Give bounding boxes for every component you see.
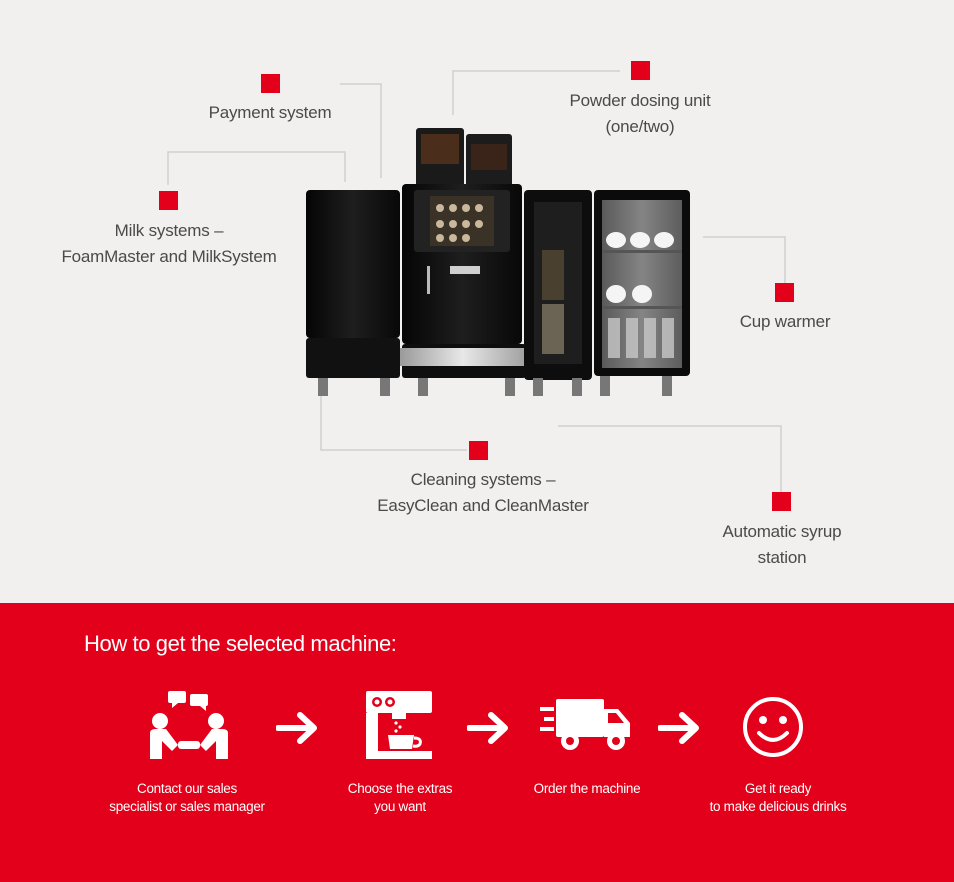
how-to-section: How to get the selected machine: <box>0 603 954 882</box>
machine-overview: Payment system Powder dosing unit (one/t… <box>61 61 842 567</box>
people-chat-icon <box>150 691 228 759</box>
powder-line <box>452 70 620 115</box>
arrow-right-icon <box>467 712 508 744</box>
callout-lines <box>167 70 786 492</box>
syrup-line <box>558 425 782 492</box>
milk-label: Milk systems – FoamMaster and MilkSystem <box>61 221 277 266</box>
syrup-marker[interactable] <box>772 492 791 511</box>
step-contact-label: Contact our sales specialist or sales ma… <box>109 781 265 814</box>
payment-label: Payment system <box>208 103 332 122</box>
cup-marker[interactable] <box>775 283 794 302</box>
milk-line <box>167 151 346 185</box>
cleaning-label: Cleaning systems – EasyClean and CleanMa… <box>377 470 589 515</box>
cup-label: Cup warmer <box>739 312 831 331</box>
payment-line <box>340 83 382 178</box>
coffee-machine-icon <box>366 691 432 759</box>
arrow-right-icon <box>276 712 317 744</box>
milk-marker[interactable] <box>159 191 178 210</box>
how-to-heading: How to get the selected machine: <box>84 631 397 656</box>
delivery-truck-icon <box>540 699 630 750</box>
arrow-right-icon <box>658 712 699 744</box>
step-ready-label: Get it ready to make delicious drinks <box>709 781 847 814</box>
cleaning-marker[interactable] <box>469 441 488 460</box>
powder-marker[interactable] <box>631 61 650 80</box>
cup-line <box>703 236 786 283</box>
cleaning-line <box>320 395 467 451</box>
step-order-label: Order the machine <box>533 781 641 796</box>
step-extras-label: Choose the extras you want <box>347 781 453 814</box>
payment-marker[interactable] <box>261 74 280 93</box>
powder-label: Powder dosing unit (one/two) <box>569 91 711 136</box>
smiley-icon <box>743 697 803 757</box>
syrup-label: Automatic syrup station <box>722 522 842 567</box>
coffee-machine-image <box>306 128 690 396</box>
